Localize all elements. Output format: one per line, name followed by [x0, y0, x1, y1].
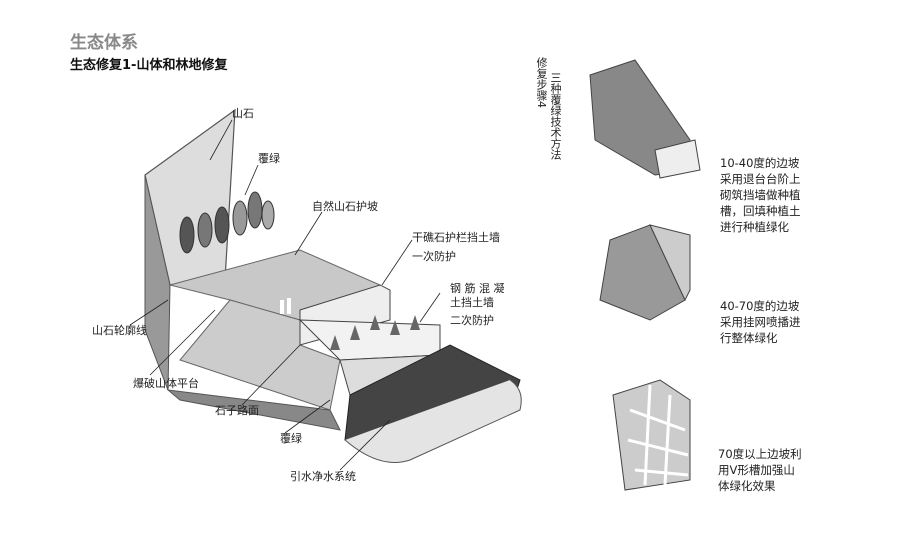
page-title: 生态体系: [70, 33, 138, 53]
label-greening-1: 覆绿: [258, 152, 280, 165]
label-natural-slope: 自然山石护坡: [312, 200, 378, 213]
label-retaining-wall: 土挡土墙: [450, 296, 494, 309]
label-dry-stone-wall: 干礁石护栏挡土墙: [412, 231, 500, 244]
label-first-protection: 一次防护: [412, 250, 456, 263]
label-mountain-rock: 山石: [232, 107, 254, 120]
label-second-protection: 二次防护: [450, 314, 494, 327]
step-label: 修复步骤4: [535, 57, 548, 108]
label-greening-2: 覆绿: [280, 432, 302, 445]
label-blast-platform: 爆破山体平台: [133, 377, 199, 390]
label-gravel-road: 石子路面: [215, 404, 259, 417]
label-rock-outline: 山石轮廓线: [92, 324, 147, 337]
page-subtitle: 生态修复1-山体和林地修复: [70, 58, 228, 73]
method-1-desc: 10-40度的边坡采用退台台阶上砌筑挡墙做种植槽，回填种植土进行种植绿化: [720, 156, 801, 234]
label-concrete: 钢 筋 混 凝: [450, 282, 505, 295]
label-water-system: 引水净水系统: [290, 470, 356, 483]
methods-label: 三种覆绿技术方法: [549, 72, 562, 160]
method-3-desc: 70度以上边坡利用V形槽加强山体绿化效果: [718, 447, 802, 493]
method-2-desc: 40-70度的边坡采用挂网喷播进行整体绿化: [720, 299, 801, 345]
